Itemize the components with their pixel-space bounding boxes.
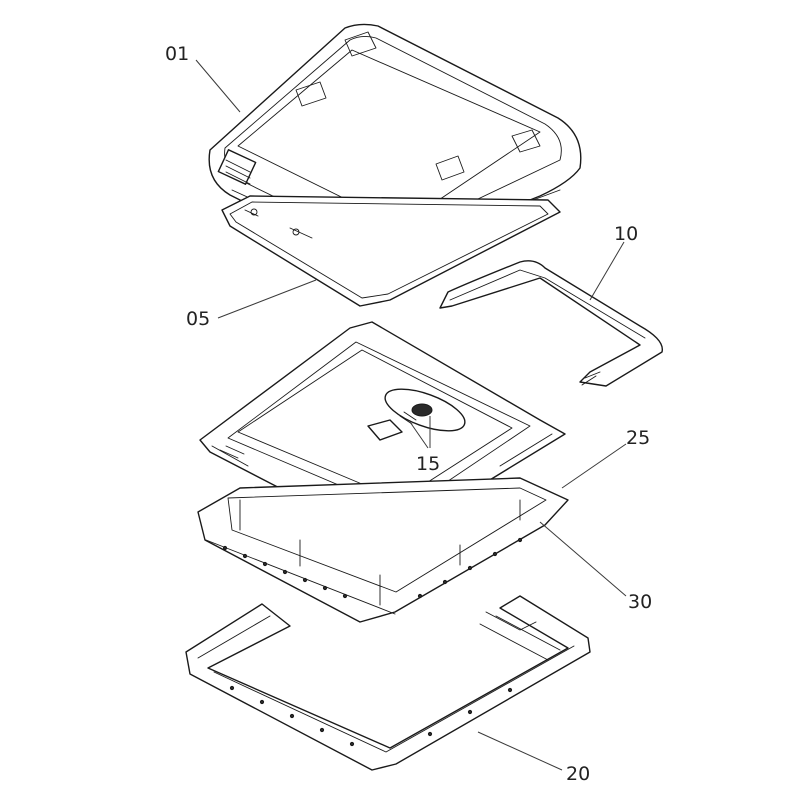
leader-25 bbox=[561, 443, 627, 489]
part-labels: 01 05 10 15 25 30 20 bbox=[165, 43, 652, 785]
label-part-01: 01 bbox=[165, 43, 189, 65]
label-part-05: 05 bbox=[186, 308, 210, 330]
frame-holes bbox=[222, 537, 523, 599]
trim-holes bbox=[229, 685, 513, 747]
label-part-25: 25 bbox=[626, 427, 650, 449]
label-part-15: 15 bbox=[416, 453, 440, 475]
part-30-inner-frame bbox=[197, 477, 569, 623]
part-05-gasket bbox=[221, 195, 561, 307]
label-part-10: 10 bbox=[614, 223, 638, 245]
lid-hinge-left bbox=[217, 149, 257, 185]
part-20-trim-frame bbox=[185, 595, 591, 771]
leader-30 bbox=[539, 521, 627, 597]
leader-05 bbox=[217, 279, 317, 319]
leader-10 bbox=[589, 241, 625, 301]
leader-01 bbox=[195, 59, 241, 113]
label-part-30: 30 bbox=[628, 591, 652, 613]
leader-20 bbox=[477, 731, 563, 771]
leader-lines bbox=[195, 59, 627, 771]
part-10-arm bbox=[439, 260, 664, 387]
label-part-20: 20 bbox=[566, 763, 590, 785]
leader-15a bbox=[409, 421, 429, 449]
